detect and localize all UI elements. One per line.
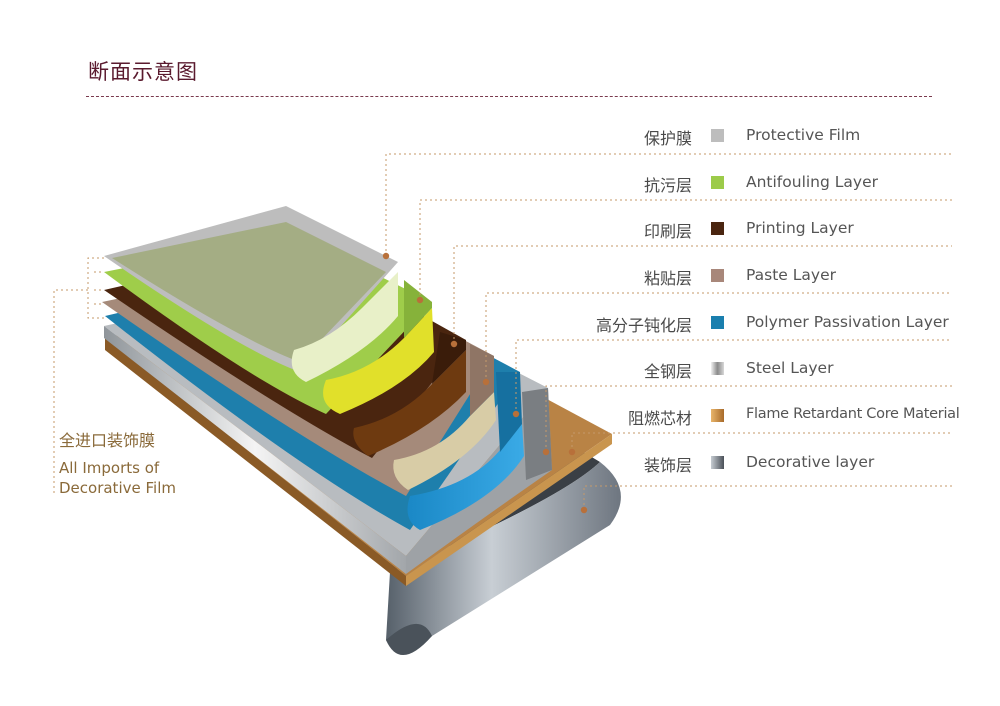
- leader-dots: [382, 252, 588, 514]
- legend-en-protective-film: Protective Film: [746, 126, 861, 144]
- legend-zh-passivation: 高分子钝化层: [595, 316, 692, 335]
- leader-antifouling: [419, 199, 952, 300]
- page-title: 断面示意图: [88, 60, 198, 84]
- legend-zh-core: 阻燃芯材: [627, 409, 692, 428]
- legend-zh-decorative: 装饰层: [643, 456, 692, 475]
- leader-passivation: [515, 339, 952, 414]
- legend-en-antifouling: Antifouling Layer: [746, 173, 878, 191]
- swatch-decorative: [711, 456, 724, 469]
- side-note-en-line1: All Imports of: [59, 459, 160, 477]
- swatch-steel: [711, 362, 724, 375]
- legend-zh-paste: 粘贴层: [643, 269, 692, 288]
- leader-printing: [453, 245, 952, 344]
- side-note-zh: 全进口装饰膜: [59, 431, 156, 450]
- protective-film-shape: [104, 206, 398, 382]
- leader-decorative: [583, 485, 952, 510]
- legend-zh-printing: 印刷层: [643, 222, 692, 241]
- leader-steel: [545, 385, 952, 452]
- title-divider: [86, 96, 932, 97]
- swatch-antifouling: [711, 176, 724, 189]
- legend-zh-steel: 全钢层: [643, 362, 692, 381]
- swatch-paste: [711, 269, 724, 282]
- leader-lines: [53, 153, 952, 510]
- leader-protective-film: [385, 153, 952, 256]
- legend-swatches: [711, 129, 724, 469]
- side-bracket-leader: [53, 289, 88, 496]
- legend-zh-antifouling: 抗污层: [643, 176, 692, 195]
- swatch-protective-film: [711, 129, 724, 142]
- legend-en-core: Flame Retardant Core Material: [746, 406, 960, 422]
- swatch-core: [711, 409, 724, 422]
- legend-en-steel: Steel Layer: [746, 359, 834, 377]
- leader-core: [571, 432, 952, 452]
- legend-zh-protective-film: 保护膜: [643, 129, 692, 148]
- swatch-passivation: [711, 316, 724, 329]
- legend-en-passivation: Polymer Passivation Layer: [746, 313, 949, 331]
- legend-en-printing: Printing Layer: [746, 219, 854, 237]
- side-note-en-line2: Decorative Film: [59, 479, 176, 497]
- side-bracket-outer: [87, 257, 104, 319]
- legend-en-paste: Paste Layer: [746, 266, 836, 284]
- swatch-printing: [711, 222, 724, 235]
- legend-en-decorative: Decorative layer: [746, 453, 875, 471]
